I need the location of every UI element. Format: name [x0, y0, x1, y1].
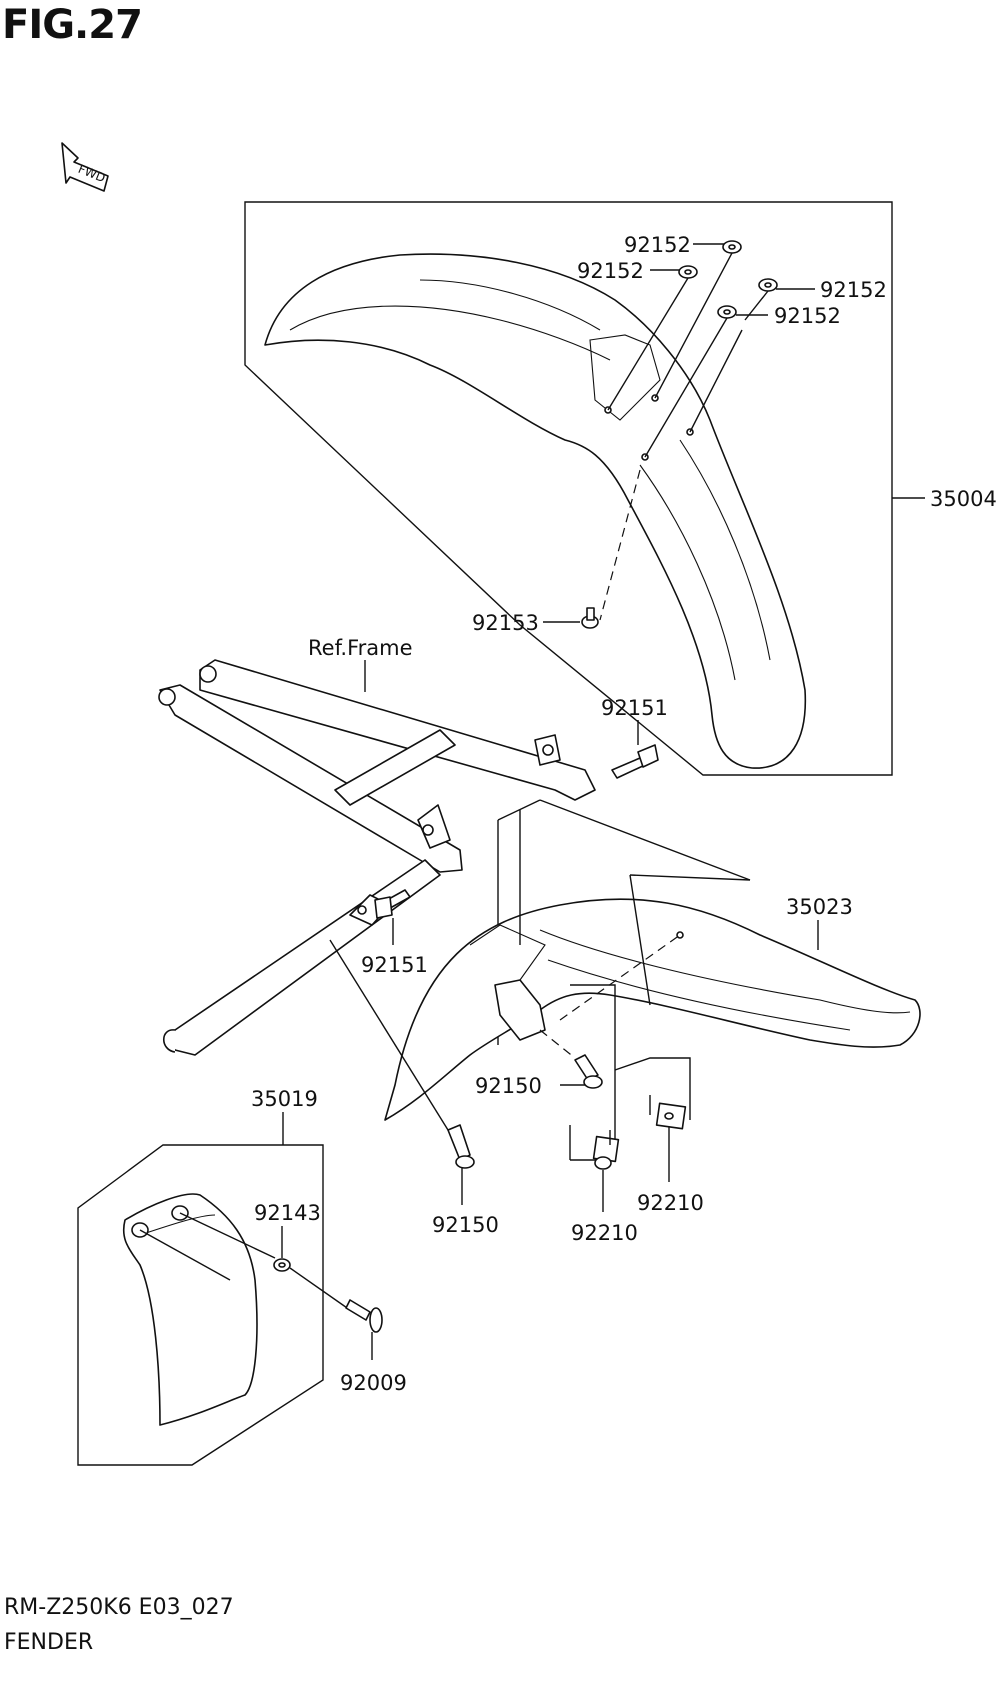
nut-bracket-outline-left	[570, 984, 616, 1161]
callout-ref-frame: Ref.Frame	[308, 636, 413, 660]
callout-92153: 92153	[472, 611, 539, 635]
bolt-92153	[581, 607, 599, 629]
bolt-92150-right	[574, 1054, 603, 1089]
washer-92152-d	[717, 305, 737, 319]
model-code: RM-Z250K6 E03_027	[4, 1595, 234, 1620]
kit-box-35004	[244, 201, 893, 776]
washer-92152-b	[678, 265, 698, 279]
callout-35004: 35004	[930, 487, 997, 511]
section-name: FENDER	[4, 1630, 94, 1655]
callout-92152-a: 92152	[624, 233, 691, 257]
callout-92151-lower: 92151	[361, 953, 428, 977]
callout-92210-left: 92210	[571, 1221, 638, 1245]
callout-92152-b: 92152	[577, 259, 644, 283]
figure-title: FIG.27	[2, 2, 143, 48]
mud-guard-35019	[122, 1193, 258, 1426]
callout-35023: 35023	[786, 895, 853, 919]
reference-frame	[158, 659, 596, 1056]
nut-92210-right	[655, 1102, 687, 1130]
callout-92150-right: 92150	[475, 1074, 542, 1098]
callout-92151-upper: 92151	[601, 696, 668, 720]
washer-92152-a	[722, 240, 742, 254]
bolt-92151-lower	[374, 889, 411, 919]
rear-fender-35023	[384, 898, 921, 1121]
bolt-92150-left	[447, 1124, 475, 1169]
washer-92143	[273, 1258, 291, 1272]
front-fender-35004	[264, 253, 807, 769]
callout-92152-d: 92152	[774, 304, 841, 328]
callout-92009: 92009	[340, 1371, 407, 1395]
callout-92210-right: 92210	[637, 1191, 704, 1215]
screw-92009	[345, 1299, 383, 1333]
callout-92150-left: 92150	[432, 1213, 499, 1237]
kit-box-35019	[77, 1144, 324, 1466]
callout-35019: 35019	[251, 1087, 318, 1111]
bolt-92151-upper	[611, 744, 659, 779]
callout-92143: 92143	[254, 1201, 321, 1225]
callout-92152-c: 92152	[820, 278, 887, 302]
nut-92210-left	[592, 1135, 620, 1170]
washer-92152-c	[758, 278, 778, 292]
fwd-arrow-icon: FWD	[61, 142, 109, 192]
